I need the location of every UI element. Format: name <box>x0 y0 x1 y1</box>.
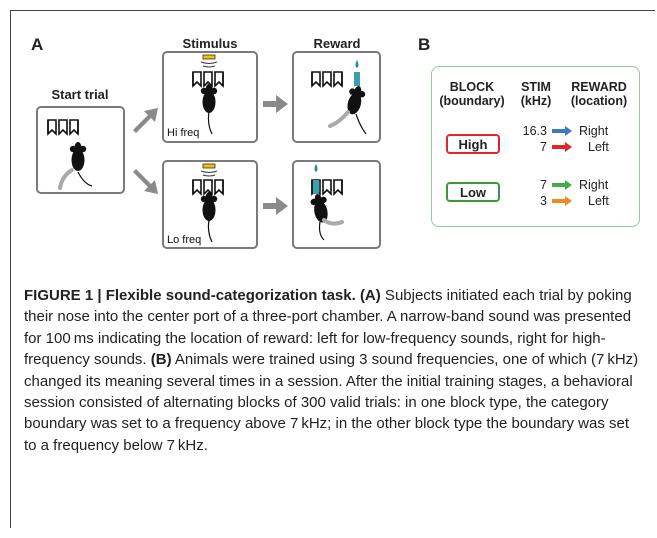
mouse-tail-start <box>58 168 74 190</box>
speaker-hi-icon <box>200 54 218 68</box>
stim-value: 7 <box>540 140 547 154</box>
col-reward-subtitle: (location) <box>570 94 628 108</box>
arrow-hi-to-reward <box>263 95 288 113</box>
panel-a-label: A <box>31 35 44 54</box>
mouse-tail-lo <box>207 219 213 243</box>
col-stim-subtitle: (kHz) <box>520 94 552 108</box>
flow-arrows <box>133 95 288 215</box>
caption-b-ref: (B) <box>150 351 172 369</box>
figure-caption: FIGURE 1 | Flexible sound-categorization… <box>24 285 644 456</box>
reward-location: Right <box>579 124 609 138</box>
block-low-badge: Low <box>446 182 500 202</box>
speaker-lo-icon <box>200 163 218 177</box>
water-drop-right-icon <box>355 60 359 68</box>
col-reward-heading: REWARD (location) <box>558 80 640 108</box>
stim-value: 16.3 <box>522 124 547 138</box>
mouse-tail-reward-right-2 <box>355 113 367 135</box>
col-stim-heading: STIM (kHz) <box>514 80 558 108</box>
start-trial-heading: Start trial <box>51 87 109 102</box>
arrow-to-hi <box>133 108 158 133</box>
hi-freq-label: Hi freq <box>167 127 200 139</box>
caption-b-text: Animals were trained using 3 sound frequ… <box>24 351 639 454</box>
col-block-heading: BLOCK (boundary) <box>433 80 511 108</box>
stimulus-heading: Stimulus <box>182 36 238 51</box>
reward-location: Right <box>579 178 609 192</box>
reward-arrow-icon <box>552 142 572 152</box>
water-drop-left-icon <box>314 164 318 172</box>
caption-lead: FIGURE 1 | Flexible sound-categorization… <box>24 287 356 304</box>
mouse-tail-reward-left-2 <box>318 221 325 241</box>
mouse-tail-hi <box>207 111 213 135</box>
reward-right-box <box>292 51 381 143</box>
col-reward-title: REWARD <box>571 80 627 94</box>
reward-location: Left <box>588 140 609 154</box>
stim-value: 3 <box>540 194 547 208</box>
caption-a-ref: (A) <box>359 287 381 304</box>
lo-freq-label: Lo freq <box>167 234 202 246</box>
mouse-tail-reward-right <box>328 110 350 128</box>
figure-frame <box>10 10 655 528</box>
col-block-subtitle: (boundary) <box>439 94 505 108</box>
caption-a-text: Subjects initiated each trial by poking … <box>24 287 632 369</box>
col-block-title: BLOCK <box>449 80 495 94</box>
arrow-to-lo <box>133 169 158 194</box>
reward-port-right <box>354 72 360 86</box>
col-stim-title: STIM <box>521 80 551 94</box>
reward-left-box <box>292 160 381 249</box>
reward-arrow-icon <box>552 196 572 206</box>
reward-location: Left <box>588 194 609 208</box>
reward-port-left <box>313 180 319 194</box>
panel-b-label: B <box>418 35 431 54</box>
mouse-tail-reward-left <box>322 218 344 226</box>
reward-heading: Reward <box>313 36 361 51</box>
reward-arrow-icon <box>552 126 572 136</box>
block-high-badge: High <box>446 134 500 154</box>
stimulus-lo-box <box>162 160 258 249</box>
reward-arrow-icon <box>552 180 572 190</box>
arrow-lo-to-reward <box>263 197 288 215</box>
stim-value: 7 <box>540 178 547 192</box>
mouse-tail-start-2 <box>77 171 93 187</box>
